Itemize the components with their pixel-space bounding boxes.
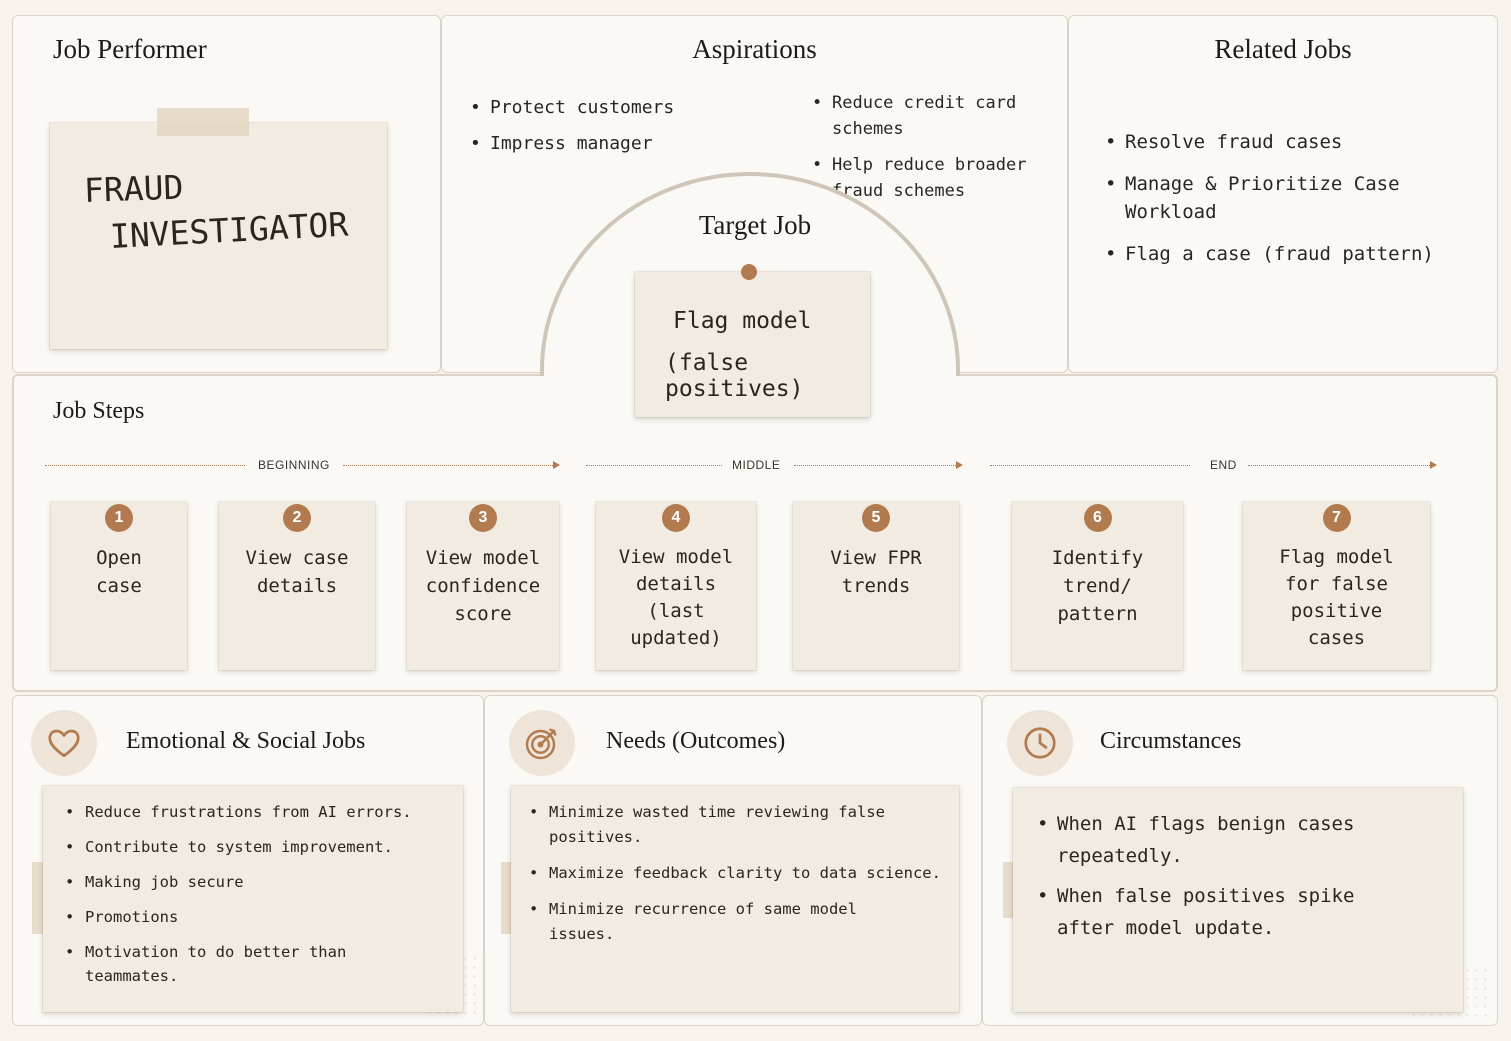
- step-text: View model confidence score: [425, 547, 541, 625]
- step-card-2: 2 View case details: [219, 502, 375, 670]
- list-item: When AI flags benign cases repeatedly.: [1037, 808, 1397, 872]
- list-item: Impress manager: [470, 126, 770, 162]
- list-item: Minimize wasted time reviewing false pos…: [529, 800, 909, 850]
- aspirations-right-list: Reduce credit card schemes Help reduce b…: [812, 90, 1052, 204]
- pin-icon: [741, 264, 757, 280]
- step-card-5: 5 View FPR trends: [793, 502, 959, 670]
- emotional-title: Emotional & Social Jobs: [126, 728, 366, 754]
- list-item: Motivation to do better than teammates.: [65, 940, 385, 988]
- list-item: Minimize recurrence of same model issues…: [529, 897, 929, 947]
- emotional-note: Reduce frustrations from AI errors. Cont…: [43, 786, 463, 1012]
- list-item: When false positives spike after model u…: [1037, 880, 1387, 944]
- related-jobs-list: Resolve fraud cases Manage & Prioritize …: [1105, 128, 1465, 268]
- list-item: Flag a case (fraud pattern): [1105, 240, 1465, 268]
- arrow-icon: [1430, 461, 1437, 469]
- emotional-icon-circle: [31, 710, 97, 776]
- arrow-icon: [553, 461, 560, 469]
- circumstances-panel: Circumstances When AI flags benign cases…: [982, 695, 1498, 1026]
- needs-title: Needs (Outcomes): [606, 728, 786, 754]
- list-item: Making job secure: [65, 870, 455, 894]
- target-job-title: Target Job: [698, 210, 812, 240]
- needs-list: Minimize wasted time reviewing false pos…: [529, 800, 949, 947]
- step-text: Flag model for false positive cases: [1279, 546, 1394, 649]
- step-card-7: 7 Flag model for false positive cases: [1243, 502, 1430, 670]
- circumstances-icon-circle: [1007, 710, 1073, 776]
- phase-label: END: [1210, 458, 1237, 472]
- circumstances-list: When AI flags benign cases repeatedly. W…: [1037, 808, 1437, 944]
- note-tape: [157, 108, 249, 136]
- step-number-badge: 1: [105, 504, 133, 532]
- step-text: View FPR trends: [830, 547, 922, 597]
- phase-label: MIDDLE: [732, 458, 781, 472]
- emotional-social-panel: Emotional & Social Jobs Reduce frustrati…: [12, 695, 485, 1026]
- list-item: Maximize feedback clarity to data scienc…: [529, 861, 949, 886]
- needs-icon-circle: [509, 710, 575, 776]
- target-job-note-line1: Flag model: [673, 308, 812, 334]
- job-performer-note: FRAUD INVESTIGATOR: [50, 108, 387, 349]
- heart-icon: [48, 729, 80, 758]
- step-number-badge: 7: [1322, 504, 1351, 532]
- list-item: Reduce frustrations from AI errors.: [65, 800, 455, 824]
- phase-label: BEGINNING: [258, 458, 330, 472]
- step-number-badge: 3: [469, 504, 497, 532]
- target-job-note-line2: (false positives): [665, 350, 804, 402]
- step-card-4: 4 View model details (last updated): [596, 502, 756, 670]
- step-text: View case details: [245, 547, 349, 597]
- list-item: Reduce credit card schemes: [812, 90, 1052, 142]
- list-item: Contribute to system improvement.: [65, 835, 455, 859]
- emotional-list: Reduce frustrations from AI errors. Cont…: [65, 800, 455, 988]
- clock-icon: [1024, 727, 1056, 759]
- step-card-6: 6 Identify trend/ pattern: [1012, 502, 1183, 670]
- related-jobs-panel: Related Jobs Resolve fraud cases Manage …: [1068, 15, 1498, 373]
- phase-beginning: BEGINNING: [45, 458, 560, 472]
- phase-end: END: [990, 458, 1440, 472]
- list-item: Help reduce broader fraud schemes: [812, 152, 1052, 204]
- list-item: Protect customers: [470, 90, 770, 126]
- aspirations-left-list: Protect customers Impress manager: [470, 90, 770, 162]
- circumstances-title: Circumstances: [1100, 728, 1242, 754]
- arrow-icon: [956, 461, 963, 469]
- phase-middle: MIDDLE: [586, 458, 966, 472]
- step-card-3: 3 View model confidence score: [407, 502, 559, 670]
- needs-panel: Needs (Outcomes) Minimize wasted time re…: [484, 695, 982, 1026]
- related-jobs-title: Related Jobs: [1214, 34, 1352, 64]
- step-text: Identify trend/ pattern: [1051, 547, 1144, 625]
- step-text: Open case: [96, 547, 142, 597]
- needs-note: Minimize wasted time reviewing false pos…: [511, 786, 959, 1012]
- job-steps-title: Job Steps: [53, 398, 145, 424]
- job-performer-note-line2: INVESTIGATOR: [108, 204, 350, 256]
- step-number-badge: 2: [283, 504, 311, 532]
- target-job-note: Flag model (false positives): [635, 264, 870, 417]
- aspirations-title: Aspirations: [692, 34, 817, 64]
- target-icon: [525, 728, 557, 760]
- step-number-badge: 5: [862, 504, 890, 532]
- step-number-badge: 6: [1083, 504, 1112, 532]
- job-performer-note-line1: FRAUD: [83, 167, 184, 210]
- list-item: Promotions: [65, 905, 455, 929]
- step-text: View model details (last updated): [618, 546, 734, 649]
- circumstances-note: When AI flags benign cases repeatedly. W…: [1013, 788, 1463, 1012]
- step-card-1: 1 Open case: [51, 502, 187, 670]
- list-item: Manage & Prioritize Case Workload: [1105, 170, 1465, 226]
- job-performer-panel: Job Performer FRAUD INVESTIGATOR: [12, 15, 441, 373]
- list-item: Resolve fraud cases: [1105, 128, 1465, 156]
- job-performer-title: Job Performer: [53, 34, 207, 64]
- step-number-badge: 4: [662, 504, 690, 532]
